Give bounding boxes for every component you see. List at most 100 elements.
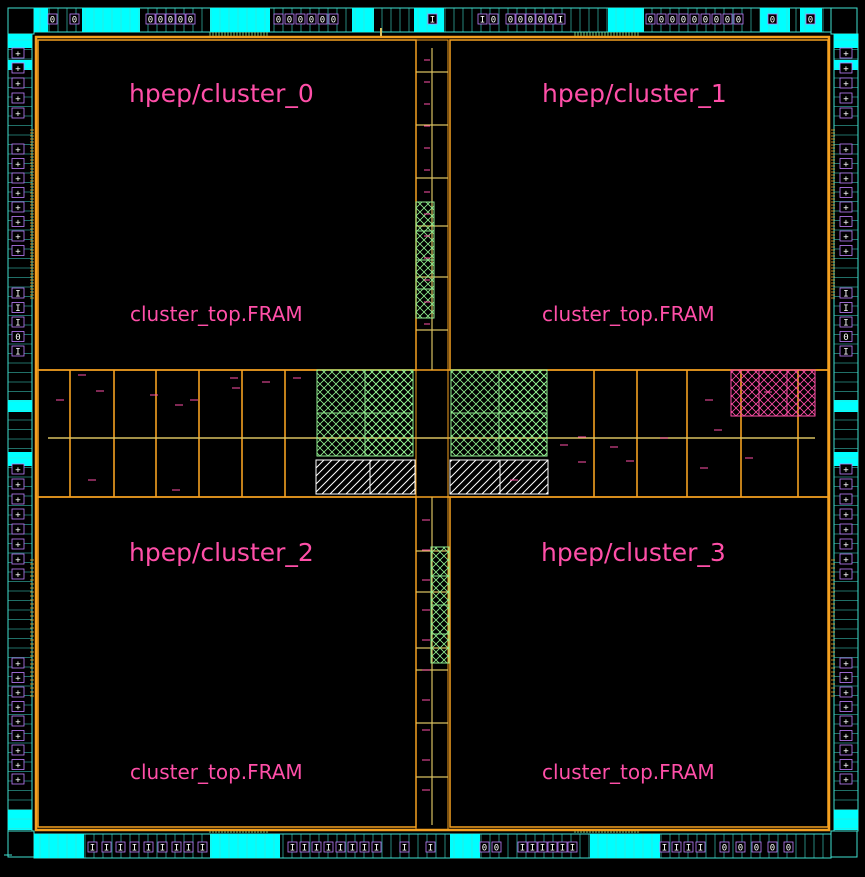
top-pad-glyph: I [430,16,435,26]
top-pad-glyph: 0 [188,16,193,26]
top-pad-box [678,13,689,25]
left-pad-glyph: I [15,348,20,358]
right-pad-box [839,216,853,227]
io-pad [210,834,280,858]
left-pad-box [11,107,25,119]
left-pad-box [11,345,25,357]
left-pad-glyph: + [15,233,21,243]
right-pad-glyph: + [843,204,849,214]
top-pad-box [328,13,339,25]
right-pad-box [839,715,853,727]
left-pad-glyph: + [15,189,21,199]
top-pad-box [477,13,488,25]
bottom-pad-box [527,841,538,853]
bottom-pad-glyph: I [540,844,545,854]
right-pad-box [839,62,853,74]
top-pad-box [645,13,656,25]
right-pad-glyph: + [843,511,849,521]
left-pad-glyph: + [15,747,21,757]
right-pad-glyph: + [843,571,849,581]
left-pad-box [11,47,25,59]
bottom-pad-box [183,841,194,853]
sram-macro-column [430,575,450,606]
left-pad-box [11,287,25,299]
right-pad-box [839,47,853,59]
bottom-pad-glyph: I [560,844,565,854]
top-pad-glyph: 0 [72,16,77,26]
blockage-right [449,459,549,495]
pll-macro [758,369,788,417]
right-pad-glyph: + [843,146,849,156]
bottom-pad-glyph: I [530,844,535,854]
bottom-pad-box [399,841,410,853]
bottom-pad-glyph: I [314,844,319,854]
right-pad-box [839,759,853,770]
left-pad-box [11,172,25,184]
bottom-pad-box [323,841,334,853]
bottom-pad-glyph: I [686,844,691,854]
left-pad-box [11,730,25,741]
bottom-pad-box [719,841,730,853]
right-pad-glyph: 0 [843,333,848,343]
top-pad-box [711,13,722,25]
bottom-pad-glyph: I [200,844,205,854]
top-pad-glyph: 0 [808,16,813,26]
right-pad-glyph: + [843,776,849,786]
cluster-1-instance-label: hpep/cluster_1 [542,79,727,108]
top-pad-glyph: 0 [538,16,543,26]
bottom-pad-glyph: I [104,844,109,854]
left-pad-box [11,187,25,198]
left-pad-glyph: 0 [15,333,20,343]
right-pad-box [839,77,853,89]
sram-macro-right [498,369,548,414]
top-pad-box [545,13,556,25]
io-pad [34,8,48,32]
right-pad-box [839,245,853,256]
right-pad-box [839,158,853,169]
top-pad-box [317,13,328,25]
bottom-pad-box [491,841,502,853]
left-pad-box [11,493,25,505]
io-pad [352,8,374,32]
bottom-pad-box [695,841,706,853]
right-pad-box [839,493,853,505]
top-pad-glyph: 0 [670,16,675,26]
top-pad-glyph: 0 [681,16,686,26]
top-pad-box [667,13,678,25]
right-pad-glyph: + [843,466,849,476]
bottom-pad-glyph: 0 [738,844,743,854]
cluster-3-master-label: cluster_top.FRAM [542,760,715,784]
left-pad-box [11,302,25,313]
top-pad-box [306,13,317,25]
left-pad-box [11,463,25,475]
left-pad-box [11,245,25,256]
right-pad-box [839,701,853,712]
left-pad-box [11,672,25,683]
sram-macro-column [415,201,435,232]
bottom-pad-glyph: I [160,844,165,854]
left-pad-box [11,478,25,490]
left-pad-box [11,686,25,698]
top-pad-box [515,13,526,25]
left-pad-glyph: I [15,319,20,329]
corner-cell [830,830,858,858]
left-pad-box [11,657,25,669]
right-pad-glyph: + [843,496,849,506]
sram-macro-column [430,604,450,635]
left-pad-glyph: + [15,80,21,90]
bottom-pad-box [129,841,140,853]
io-pad [8,400,32,412]
bottom-pad-box [517,841,528,853]
top-pad-glyph: 0 [178,16,183,26]
right-pad-box [839,657,853,669]
sram-macro-column [415,259,435,290]
right-pad-glyph: + [843,247,849,257]
top-pad-box [155,13,166,25]
bottom-pad-glyph: 0 [722,844,727,854]
right-pad-box [839,478,853,490]
bottom-pad-box [537,841,548,853]
top-pad-glyph: 0 [158,16,163,26]
io-pad [8,34,32,48]
bottom-pad-box [143,841,154,853]
